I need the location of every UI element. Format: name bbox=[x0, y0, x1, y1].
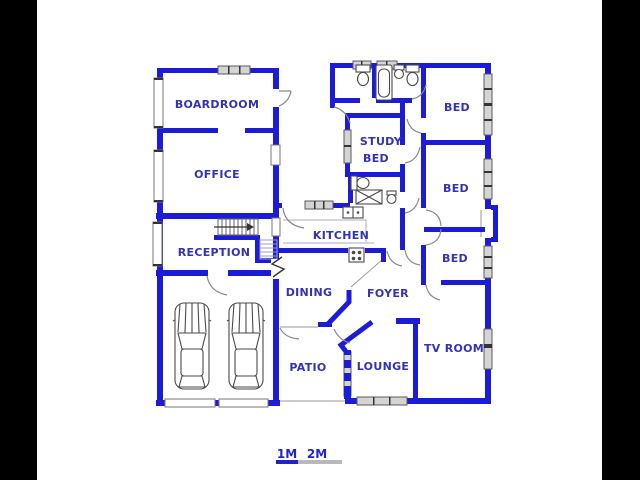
room-label-bed-2: BED bbox=[443, 182, 469, 195]
room-label-office: OFFICE bbox=[194, 168, 240, 181]
room-label-bed-1: BED bbox=[444, 101, 470, 114]
room-label-boardroom: BOARDROOM bbox=[175, 98, 259, 111]
room-label-reception: RECEPTION bbox=[178, 246, 251, 259]
room-label-tv-room: TV ROOM bbox=[424, 342, 484, 355]
thin-edge-lines bbox=[280, 210, 482, 402]
scale-label-1m: 1M bbox=[277, 447, 297, 461]
window-lounge-bottom bbox=[356, 396, 408, 406]
window-office-right bbox=[270, 144, 281, 166]
garage-door-1 bbox=[164, 398, 216, 408]
room-label-patio: PATIO bbox=[289, 361, 326, 374]
basin-icon bbox=[393, 64, 405, 80]
bathtub-icon bbox=[375, 64, 393, 101]
window-reception-left bbox=[152, 221, 163, 267]
window-kitchen-top bbox=[304, 200, 334, 210]
scullery-fixtures bbox=[350, 175, 397, 205]
window-boardroom-left bbox=[153, 77, 164, 129]
window-study-left bbox=[343, 129, 352, 164]
window-bed3-right bbox=[483, 245, 493, 279]
room-label-study: STUDY bbox=[360, 135, 403, 148]
stove-icon bbox=[348, 247, 365, 263]
scale-label-2m: 2M bbox=[307, 447, 327, 461]
garage-door-2 bbox=[218, 398, 269, 408]
basin-icon bbox=[386, 190, 397, 205]
window-office-left bbox=[153, 149, 164, 203]
toilet-icon bbox=[350, 175, 370, 191]
room-label-lounge: LOUNGE bbox=[357, 360, 409, 373]
break-symbol-icon bbox=[270, 256, 286, 279]
left-black-bar bbox=[0, 0, 37, 480]
room-labels: BOARDROOM OFFICE RECEPTION KITCHEN STUDY… bbox=[175, 98, 484, 374]
window-tvroom-right bbox=[483, 328, 493, 370]
window-bed1-right bbox=[483, 73, 493, 136]
door-arcs bbox=[206, 84, 442, 344]
window-stair-kitchen bbox=[271, 217, 281, 237]
shower-icon bbox=[355, 189, 383, 205]
room-label-kitchen: KITCHEN bbox=[313, 229, 369, 242]
room-label-bed-3: BED bbox=[442, 252, 468, 265]
room-label-study-bed: BED bbox=[363, 152, 389, 165]
window-boardroom-top bbox=[217, 65, 251, 75]
kitchen-sink-icon bbox=[342, 206, 364, 219]
staircase-icon bbox=[214, 218, 278, 260]
toilet-icon bbox=[405, 64, 420, 87]
room-label-dining: DINING bbox=[286, 286, 333, 299]
scale-segment-gray bbox=[298, 460, 342, 464]
bathroom-fixtures bbox=[355, 64, 420, 101]
room-label-foyer: FOYER bbox=[367, 287, 409, 300]
kitchen-counter bbox=[283, 219, 374, 244]
window-lounge-left bbox=[343, 350, 352, 399]
right-black-bar bbox=[602, 0, 640, 480]
toilet-icon bbox=[355, 64, 371, 87]
scale-bar-icon: 1M 2M bbox=[276, 447, 342, 464]
door-openings bbox=[273, 89, 491, 238]
window-bed2-right bbox=[483, 158, 493, 200]
kitchen-fixtures bbox=[342, 206, 365, 263]
scale-segment-blue bbox=[276, 460, 298, 464]
